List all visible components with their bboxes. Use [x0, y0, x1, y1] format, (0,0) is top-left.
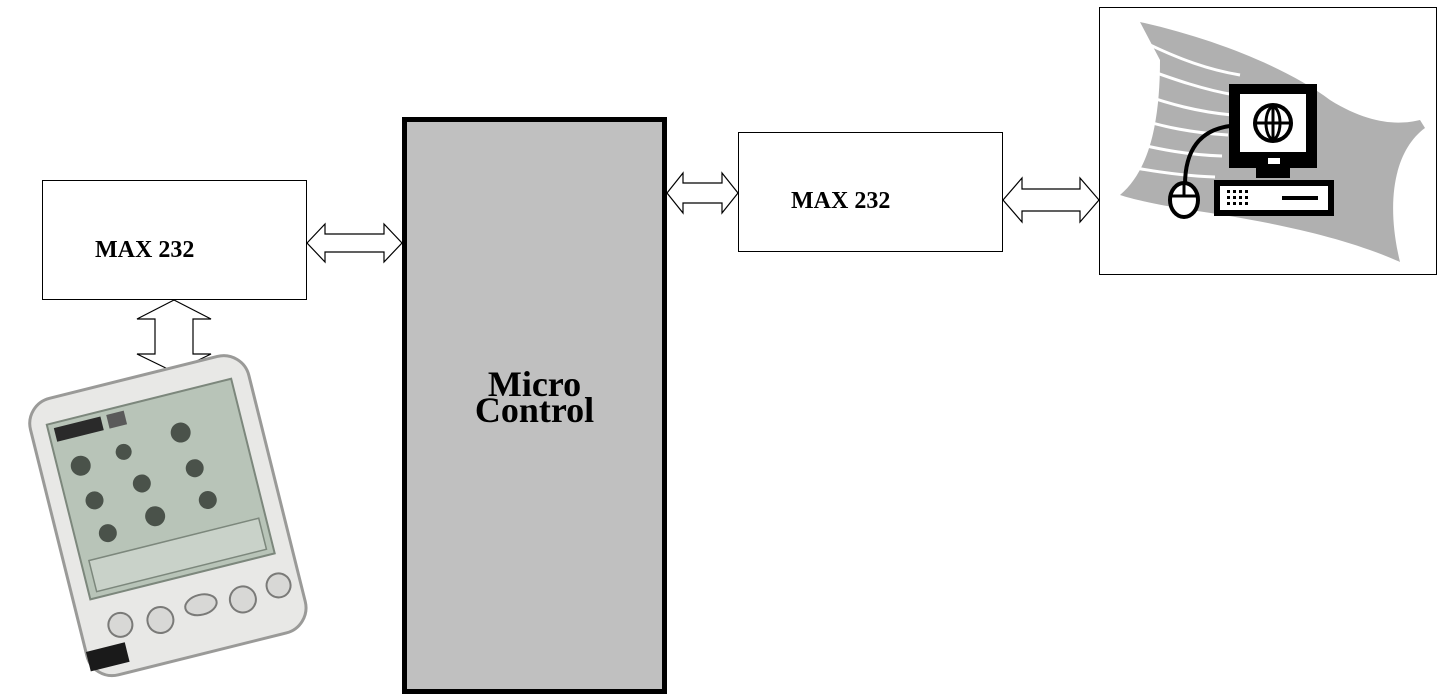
max232-left-label: MAX 232 [95, 237, 195, 263]
microcontroller-label-line1: Micro [487, 363, 582, 404]
bidirectional-arrow-max-right-computer [1002, 176, 1100, 224]
desktop-computer-icon [1119, 22, 1425, 262]
bidirectional-arrow-max-left-micro [306, 222, 403, 264]
max232-left-block: MAX 232 [42, 180, 307, 300]
max232-right-block: MAX 232 [738, 132, 1003, 252]
microcontroller-label-line2: Control [474, 389, 595, 430]
max232-right-label: MAX 232 [791, 188, 891, 214]
microcontroller-block: Micro Control [402, 117, 667, 694]
pda-device-icon [28, 354, 308, 678]
bidirectional-arrow-micro-max-right [666, 171, 739, 215]
